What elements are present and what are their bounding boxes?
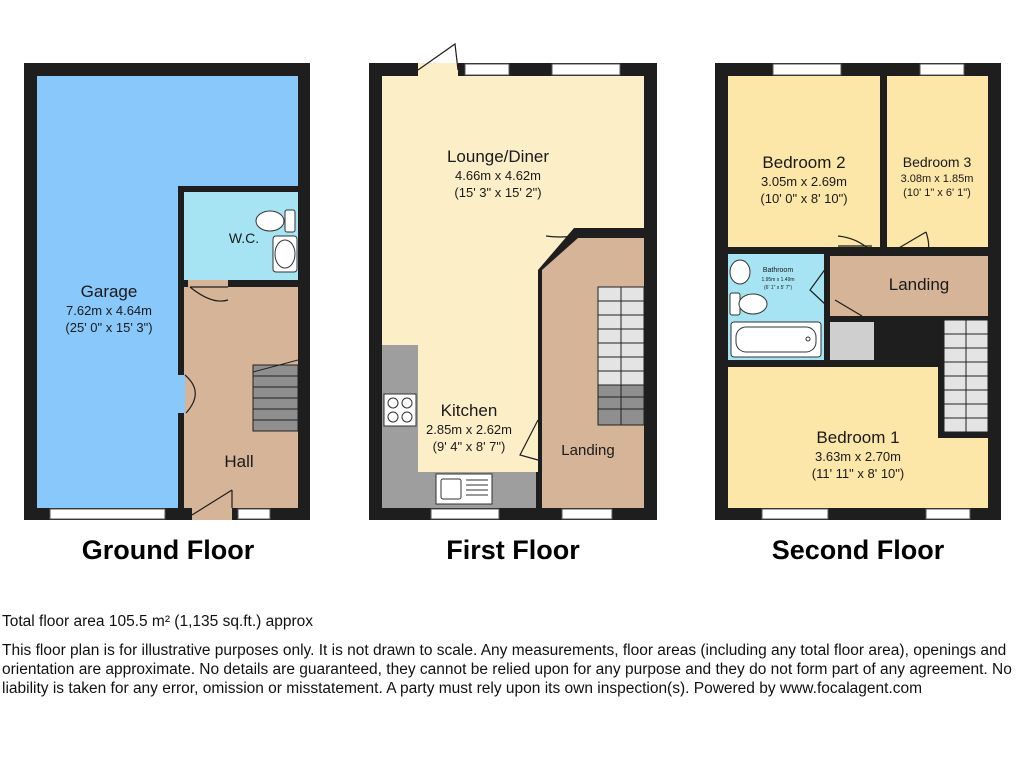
bedroom-1-room bbox=[728, 367, 988, 508]
bathroom-toilet-icon bbox=[729, 292, 768, 316]
wc-door-gap bbox=[188, 280, 228, 287]
hall-label: Hall bbox=[224, 452, 253, 471]
bedroom-2-label: Bedroom 2 bbox=[762, 153, 845, 172]
first-landing-window bbox=[561, 508, 613, 520]
bedroom-2-dims-ft: (10' 0" x 8' 10") bbox=[760, 191, 847, 206]
bedroom-1-window-2 bbox=[925, 508, 971, 520]
bedroom-3-dims-m: 3.08m x 1.85m bbox=[901, 173, 974, 185]
balcony-door-gap bbox=[418, 63, 458, 76]
bathroom-dims-m: 1.95m x 1.49m bbox=[761, 277, 794, 283]
kitchen-dims-m: 2.85m x 2.62m bbox=[426, 422, 512, 437]
lounge-window-1 bbox=[464, 63, 510, 76]
lounge-dims-m: 4.66m x 4.62m bbox=[455, 168, 541, 183]
second-floor-plan: Bedroom 2 3.05m x 2.69m (10' 0" x 8' 10"… bbox=[715, 63, 1001, 565]
lounge-label: Lounge/Diner bbox=[447, 147, 549, 166]
wc-basin-icon bbox=[272, 235, 298, 273]
garage-hall-door-gap bbox=[178, 375, 185, 413]
lounge-diner-room bbox=[382, 76, 644, 472]
landing-lounge-door-icon bbox=[541, 235, 577, 269]
garage-hall-door-icon bbox=[184, 374, 196, 414]
floor-plans: W.C. Garage 7.62m x 4.64m (25' 0" x 15' … bbox=[24, 42, 1001, 565]
second-floor-title: Second Floor bbox=[772, 535, 945, 565]
ground-floor-title: Ground Floor bbox=[82, 535, 255, 565]
second-landing-room bbox=[830, 256, 988, 316]
garage-dims-m: 7.62m x 4.64m bbox=[66, 303, 152, 318]
bedroom-1-door-icon bbox=[887, 321, 931, 343]
bedroom-2-window bbox=[772, 63, 842, 76]
front-door-gap bbox=[192, 508, 232, 520]
bathroom-door-icon bbox=[809, 267, 827, 306]
lounge-window-2 bbox=[551, 63, 621, 76]
bedroom-3-dims-ft: (10' 1" x 6' 1") bbox=[903, 187, 971, 199]
bedroom-2-door-icon bbox=[837, 235, 873, 253]
first-landing-label: Landing bbox=[561, 442, 614, 459]
balcony-door-icon bbox=[417, 42, 459, 71]
garage-dims-ft: (25' 0" x 15' 3") bbox=[65, 320, 152, 335]
lounge-dims-ft: (15' 3" x 15' 2") bbox=[454, 185, 541, 200]
bathroom-label: Bathroom bbox=[763, 267, 794, 274]
landing-kitchen-door-icon bbox=[519, 419, 539, 461]
ground-stairs bbox=[252, 359, 299, 432]
second-landing-label: Landing bbox=[889, 275, 950, 294]
bedroom-3-room bbox=[887, 76, 988, 247]
sink-icon bbox=[435, 473, 493, 505]
kitchen-window bbox=[430, 508, 500, 520]
bedroom-2-room bbox=[728, 76, 880, 247]
garage-label: Garage bbox=[81, 282, 138, 301]
wc-label: W.C. bbox=[229, 230, 259, 246]
bedroom-2-dims-m: 3.05m x 2.69m bbox=[761, 174, 847, 189]
total-floor-area: Total floor area 105.5 m² (1,135 sq.ft.)… bbox=[2, 613, 314, 630]
first-floor-plan: Lounge/Diner 4.66m x 4.62m (15' 3" x 15'… bbox=[369, 42, 657, 565]
toilet-icon bbox=[255, 209, 296, 233]
first-stairs bbox=[597, 286, 645, 426]
bedroom-3-label: Bedroom 3 bbox=[903, 154, 972, 170]
bathroom-basin-icon bbox=[729, 259, 751, 285]
bedroom-1-label: Bedroom 1 bbox=[816, 428, 899, 447]
kitchen-dims-ft: (9' 4" x 8' 7") bbox=[433, 439, 506, 454]
garage-door-window bbox=[49, 508, 166, 520]
bath-icon bbox=[730, 321, 822, 358]
cupboard-room bbox=[830, 322, 874, 360]
first-floor-title: First Floor bbox=[446, 535, 580, 565]
front-door-icon bbox=[191, 489, 233, 516]
bathroom-dims-ft: (6' 1" x 5' 7") bbox=[764, 285, 792, 291]
disclaimer-text: This floor plan is for illustrative purp… bbox=[2, 642, 1012, 697]
kitchen-label: Kitchen bbox=[441, 401, 498, 420]
ground-floor-plan: W.C. Garage 7.62m x 4.64m (25' 0" x 15' … bbox=[24, 63, 310, 565]
bedroom-3-door-icon bbox=[891, 231, 930, 253]
bedroom-1-dims-m: 3.63m x 2.70m bbox=[815, 449, 901, 464]
second-stairs bbox=[943, 319, 989, 433]
bedroom-1-dims-ft: (11' 11" x 8' 10") bbox=[812, 466, 904, 481]
bedroom-1-window-1 bbox=[761, 508, 829, 520]
hall-window bbox=[237, 508, 271, 520]
cupboard-door-icon bbox=[834, 299, 863, 317]
bedroom-3-window bbox=[919, 63, 965, 76]
hob-icon bbox=[383, 393, 417, 427]
wc-door-icon bbox=[189, 286, 229, 302]
